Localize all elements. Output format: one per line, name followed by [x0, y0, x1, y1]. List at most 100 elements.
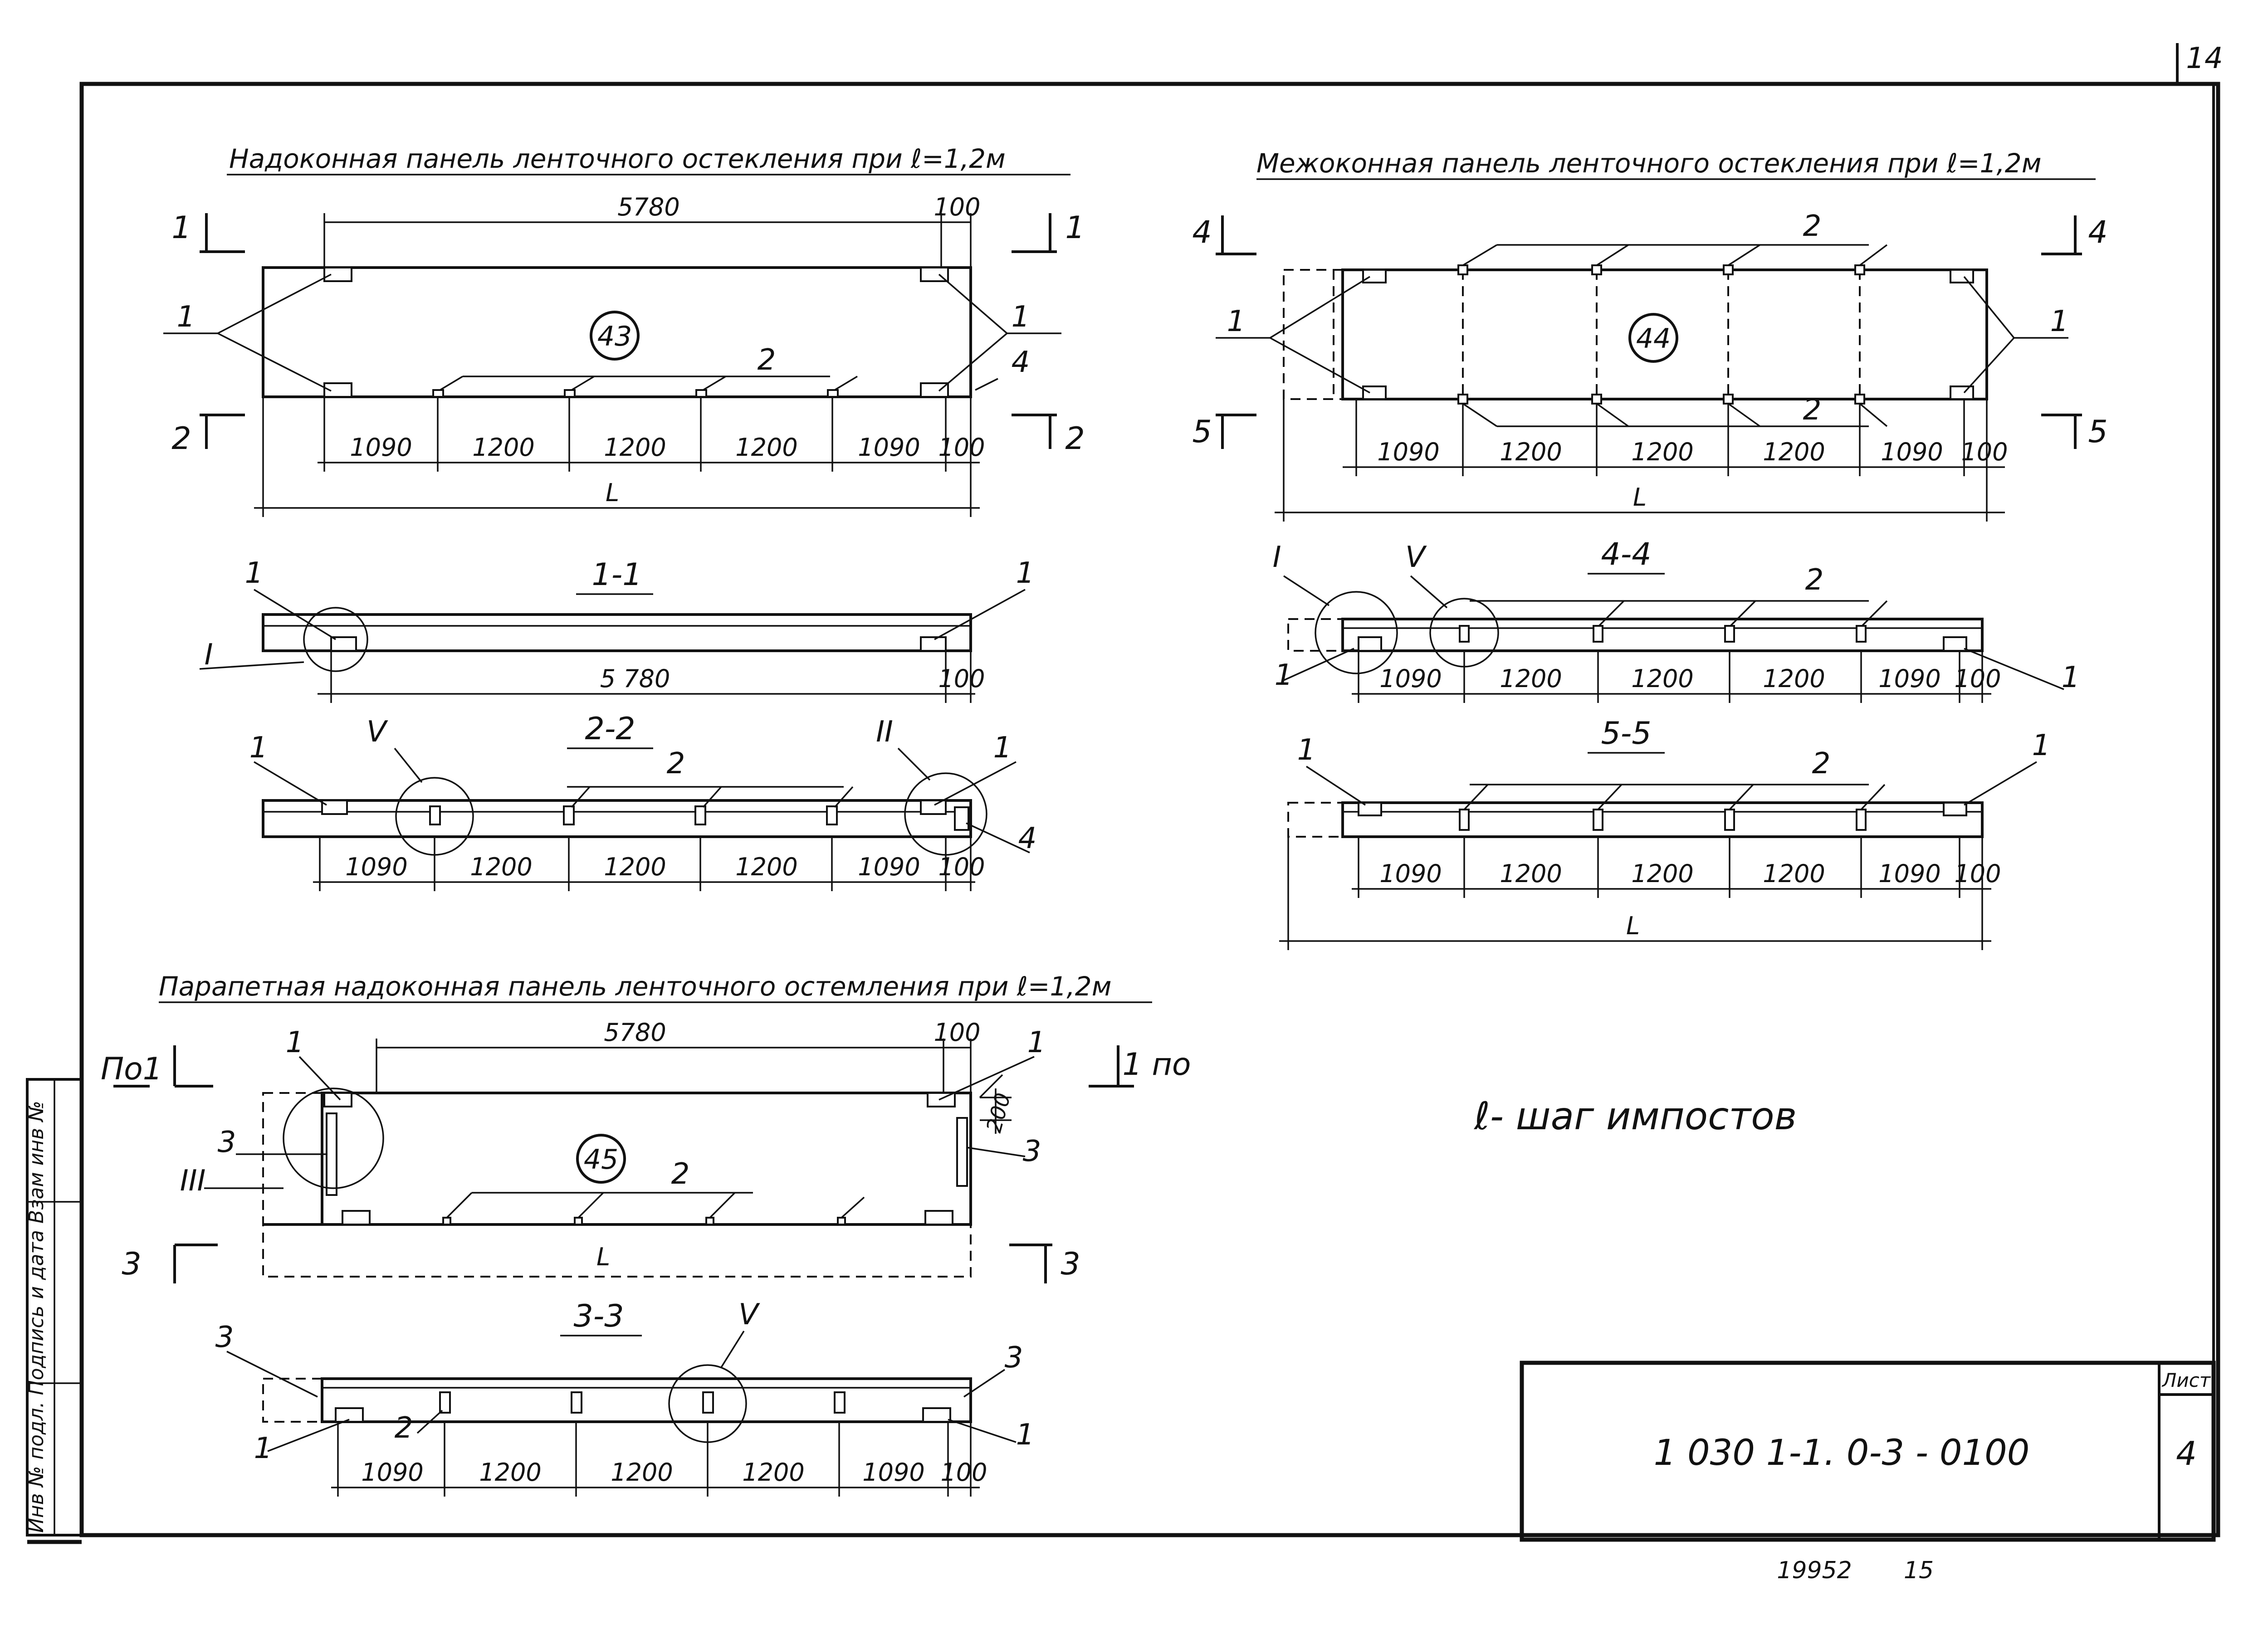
- panel-44-span: 1200: [1631, 438, 1693, 466]
- section-2-2-span: 1090: [345, 853, 407, 881]
- panel-43-span: 1200: [472, 433, 534, 462]
- panel-43-span: 100: [938, 433, 985, 462]
- section-5-5-span: 1200: [1631, 859, 1693, 888]
- section-5-5-span: 1090: [1379, 859, 1442, 888]
- panel-43-callout: 1: [1012, 300, 1030, 334]
- panel-44-mark: 44: [1636, 323, 1671, 355]
- panel-45-cut-label: 3: [1061, 1246, 1080, 1282]
- section-5-5-overall: L: [1626, 912, 1640, 940]
- panel-44-title: Межоконная панель ленточного остекления …: [1256, 148, 2041, 179]
- side-stamp: Инв № подл. Подпись и дата Взам инв №: [25, 1101, 48, 1533]
- section-4-4-span: 1090: [1379, 664, 1442, 693]
- panel-45-title: Парапетная надоконная панель ленточного …: [159, 971, 1111, 1002]
- panel-45-end-dim: 100: [934, 1018, 980, 1047]
- footer-right: 15: [1904, 1557, 1934, 1584]
- section-2-2-callout: 2: [667, 747, 685, 780]
- panel-45-callout: 3: [1023, 1135, 1041, 1168]
- panel-44-cut-label: 4: [2088, 215, 2107, 250]
- section-3-3-callout: 1: [1016, 1418, 1035, 1452]
- panel-43-callout: 4: [1012, 346, 1030, 379]
- section-4-4-span: 1090: [1878, 664, 1941, 693]
- section-2-2-span: 1090: [858, 853, 920, 881]
- section-4-4-callout: 1: [1275, 658, 1293, 692]
- section-1-1-node: I: [205, 638, 213, 672]
- panel-45-overall: L: [596, 1243, 610, 1271]
- section-2-2-callout: 1: [249, 731, 268, 765]
- panel-43-callout: 2: [758, 343, 776, 377]
- panel-43-span: 1090: [350, 433, 412, 462]
- section-2-2: [254, 747, 1030, 891]
- sheet-frame: [26, 43, 2220, 1544]
- section-4-4-span: 1200: [1763, 664, 1825, 693]
- panel-43-overall: L: [606, 478, 619, 507]
- panel-44-span: 100: [1961, 438, 2008, 466]
- section-2-2-callout: 4: [1018, 822, 1037, 855]
- panel-45-cut-label: По1: [101, 1051, 162, 1087]
- section-5-5-callout: 2: [1812, 747, 1831, 780]
- section-5-5: [1279, 752, 2037, 950]
- page-number: 14: [2186, 42, 2223, 75]
- section-3-3-span: 100: [940, 1458, 987, 1487]
- section-1-1-end-dim: 100: [938, 664, 985, 693]
- panel-44-callout: 1: [2050, 305, 2069, 338]
- panel-43-mark: 43: [597, 321, 632, 352]
- panel-43-title: Надоконная панель ленточного остекления …: [229, 143, 1006, 174]
- panel-45-callout: 3: [218, 1126, 236, 1159]
- panel-45-cut-label: 3: [122, 1246, 141, 1282]
- panel-45-node: III: [180, 1164, 206, 1198]
- panel-45-mark: 45: [584, 1144, 618, 1176]
- panel-43-cut-label: 2: [1065, 421, 1085, 457]
- list-number: 4: [2176, 1434, 2197, 1473]
- section-3-3-span: 1090: [361, 1458, 423, 1487]
- section-4-4-callout: 1: [2062, 661, 2080, 694]
- panel-45-cut-label: 1 по: [1123, 1047, 1191, 1083]
- section-4-4-node: V: [1405, 541, 1427, 574]
- section-1-1: [199, 589, 1026, 703]
- section-2-2-node: II: [876, 715, 893, 749]
- section-4-4-node: I: [1273, 541, 1281, 574]
- section-5-5-callout: 1: [1297, 733, 1316, 767]
- section-4-4-span: 1200: [1631, 664, 1693, 693]
- panel-44-span: 1090: [1881, 438, 1943, 466]
- section-2-2-span: 1200: [470, 853, 532, 881]
- panel-43-cut-label: 1: [171, 210, 191, 246]
- section-3-3-callout: 2: [395, 1411, 413, 1445]
- section-3-3-title: 3-3: [573, 1298, 624, 1334]
- section-3-3-span: 1200: [611, 1458, 673, 1487]
- panel-43: [163, 174, 1070, 517]
- section-2-2-node: V: [367, 715, 388, 749]
- section-1-1-title: 1-1: [591, 557, 642, 593]
- section-4-4-callout: 2: [1805, 563, 1824, 597]
- section-1-1-length: 5 780: [600, 664, 670, 693]
- section-2-2-span: 100: [938, 853, 985, 881]
- section-5-5-span: 1090: [1878, 859, 1941, 888]
- panel-44-cut-label: 4: [1192, 215, 1212, 250]
- panel-43-span: 1200: [735, 433, 797, 462]
- section-1-1-callout: 1: [1016, 556, 1035, 590]
- section-3-3-span: 1090: [862, 1458, 924, 1487]
- section-1-1-callout: 1: [245, 556, 264, 590]
- section-3-3-callout: 3: [215, 1321, 234, 1354]
- panel-44-callout: 2: [1803, 210, 1822, 243]
- panel-43-callout: 1: [177, 300, 196, 334]
- impost-note: ℓ- шаг импостов: [1473, 1094, 1797, 1138]
- section-5-5-span: 1200: [1500, 859, 1562, 888]
- section-3-3: [226, 1331, 1017, 1497]
- panel-45-length: 5780: [604, 1018, 666, 1047]
- section-5-5-span: 100: [1954, 859, 2001, 888]
- panel-43-length: 5780: [617, 193, 679, 221]
- list-label: Лист: [2161, 1369, 2211, 1391]
- section-2-2-span: 1200: [604, 853, 666, 881]
- panel-45: [113, 1001, 1152, 1283]
- title-block: [1520, 1361, 2216, 1542]
- section-4-4-title: 4-4: [1601, 537, 1651, 572]
- section-3-3-span: 1200: [742, 1458, 804, 1487]
- panel-43-span: 1200: [604, 433, 666, 462]
- section-5-5-title: 5-5: [1601, 716, 1651, 751]
- section-2-2-span: 1200: [735, 853, 797, 881]
- panel-44-cut-label: 5: [2088, 414, 2107, 450]
- section-3-3-callout: 3: [1005, 1341, 1023, 1375]
- panel-44-overall: L: [1633, 483, 1647, 512]
- panel-45-callout: 1: [286, 1026, 304, 1059]
- section-5-5-span: 1200: [1763, 859, 1825, 888]
